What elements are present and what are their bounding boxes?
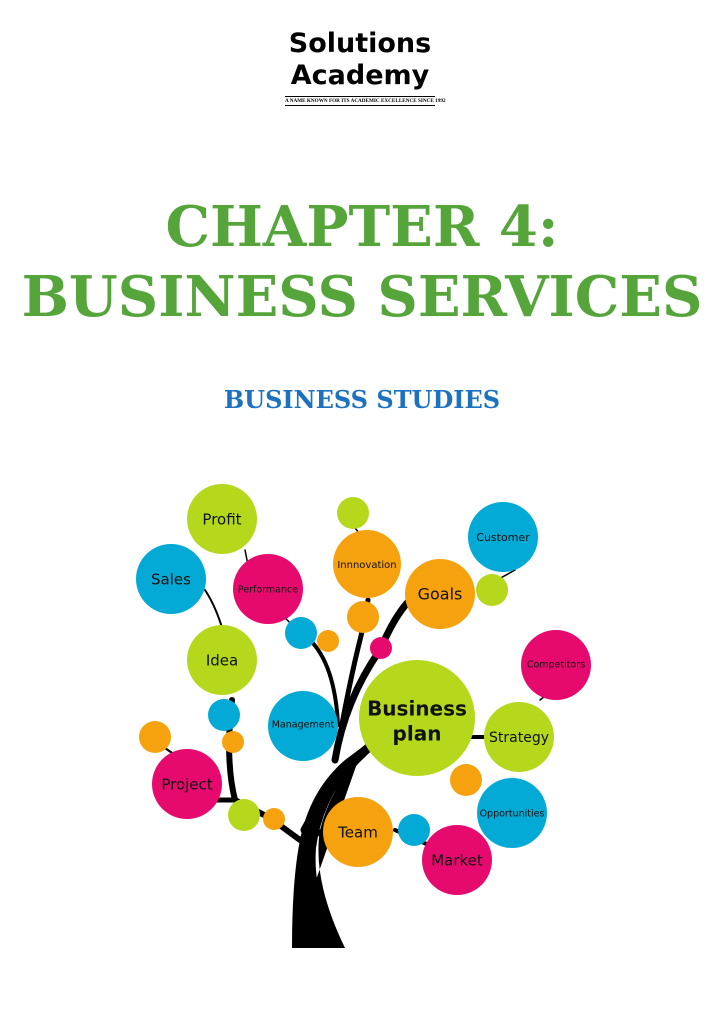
bubble-customer: Customer: [476, 531, 530, 544]
chapter-title: CHAPTER 4: BUSINESS SERVICES: [0, 192, 724, 332]
small-orange-bubble: [317, 630, 339, 652]
bubble-profit: Profit: [202, 511, 241, 529]
logo-line-2: Academy: [290, 60, 430, 91]
small-orange-bubble: [222, 731, 244, 753]
tree-bubbles: Profit Sales Performance Idea Innnovatio…: [136, 484, 591, 895]
small-orange-bubble: [450, 764, 482, 796]
bubble-performance: Performance: [238, 585, 298, 596]
small-green-bubble: [228, 799, 260, 831]
bubble-goals: Goals: [418, 585, 463, 604]
bubble-project: Project: [161, 776, 212, 794]
small-blue-bubble: [398, 814, 430, 846]
logo-line-1: Solutions: [288, 28, 432, 59]
small-orange-bubble: [139, 721, 171, 753]
small-green-bubble: [337, 497, 369, 529]
bubble-business-plan-line-1: Business: [367, 697, 467, 721]
bubble-competitors: Competitors: [527, 660, 585, 671]
chapter-title-line-1: CHAPTER 4:: [165, 194, 559, 260]
small-blue-bubble: [208, 699, 240, 731]
bubble-team: Team: [337, 824, 378, 842]
small-green-bubble: [476, 574, 508, 606]
bubble-strategy: Strategy: [489, 730, 549, 746]
bubble-innovation: Innnovation: [337, 560, 396, 571]
bubble-idea: Idea: [206, 652, 238, 670]
bubble-market: Market: [431, 852, 483, 870]
bubble-management: Management: [272, 720, 335, 731]
small-orange-bubble: [263, 808, 285, 830]
subject-subtitle: BUSINESS STUDIES: [223, 385, 501, 414]
chapter-title-line-2: BUSINESS SERVICES: [21, 264, 703, 330]
small-pink-bubble: [370, 637, 392, 659]
bubble-business-plan-line-2: plan: [393, 722, 442, 746]
logo: Solutions Academy A NAME KNOWN FOR ITS A…: [270, 28, 450, 106]
small-orange-bubble: [347, 601, 379, 633]
bubble-opportunities: Opportunities: [480, 809, 545, 820]
logo-tagline: A NAME KNOWN FOR ITS ACADEMIC EXCELLENCE…: [285, 96, 446, 106]
bubble-sales: Sales: [151, 571, 191, 589]
small-blue-bubble: [285, 617, 317, 649]
